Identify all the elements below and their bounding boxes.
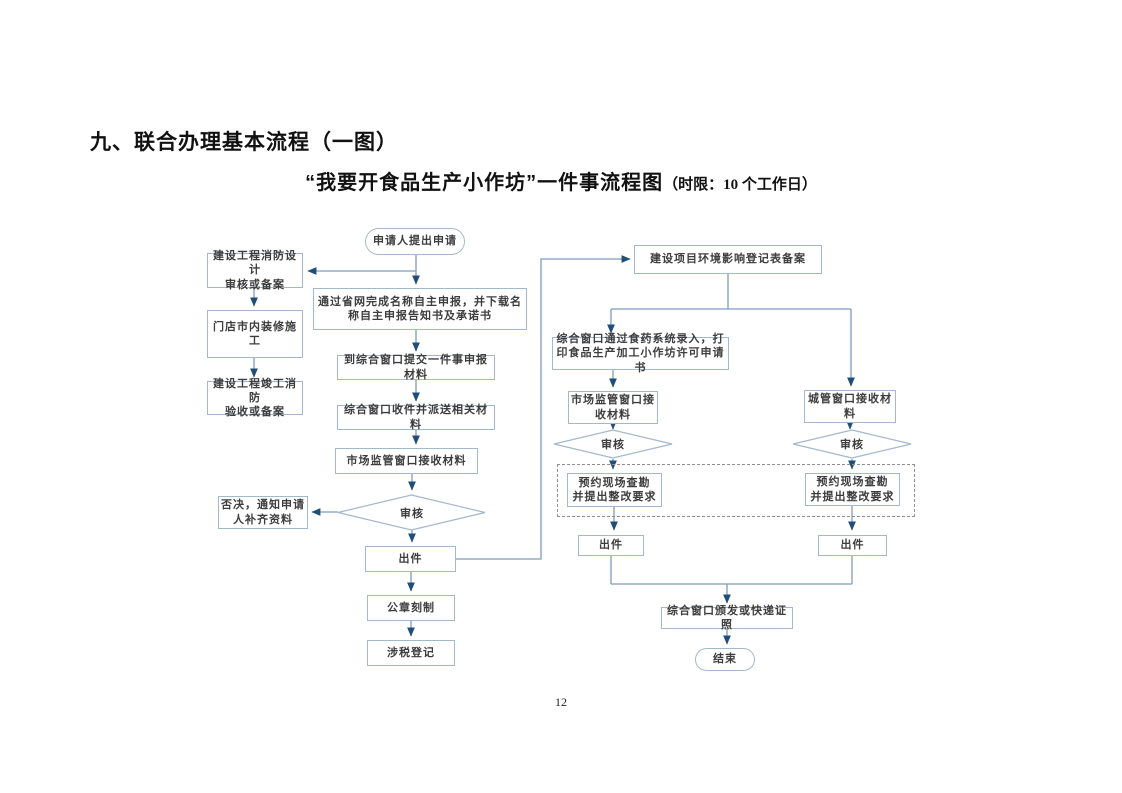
- node-site-survey-1: 预约现场查勘 并提出整改要求: [567, 473, 662, 507]
- flowchart-title: “我要开食品生产小作坊”一件事流程图（时限：10 个工作日）: [0, 166, 1122, 195]
- node-shop-decoration: 门店市内装修施工: [207, 310, 303, 358]
- node-market-window-receive-1: 市场监管窗口接收材料: [335, 448, 478, 474]
- section-heading: 九、联合办理基本流程（一图）: [90, 131, 398, 154]
- node-end: 结束: [695, 648, 755, 671]
- node-tax-registration: 涉税登记: [367, 640, 455, 666]
- node-review-2-label: 审核: [601, 439, 625, 451]
- node-issue-3: 出件: [818, 535, 887, 556]
- node-license-delivery: 综合窗口颁发或快递证照: [661, 605, 793, 631]
- node-reject-notify: 否决，通知申请 人补齐资料: [218, 496, 308, 529]
- node-fire-design-review: 建设工程消防设计 审核或备案: [207, 250, 303, 291]
- node-review-1-label: 审核: [400, 508, 424, 520]
- flowchart-title-main: “我要开食品生产小作坊”一件事流程图: [305, 172, 664, 194]
- node-seal-engraving: 公章刻制: [367, 595, 455, 621]
- node-window-receive-dispatch: 综合窗口收件并派送相关材料: [337, 404, 495, 431]
- node-issue-1: 出件: [365, 546, 456, 572]
- flowchart-title-note: （时限：10 个工作日）: [663, 177, 817, 193]
- node-start: 申请人提出申请: [365, 228, 465, 255]
- node-issue-2: 出件: [578, 535, 644, 556]
- node-online-name-declaration: 通过省网完成名称自主申报，并下载名 称自主申报告知书及承诺书: [313, 288, 527, 330]
- site-survey-dashed-group: [557, 464, 915, 517]
- node-submit-one-matter-materials: 到综合窗口提交一件事申报材料: [337, 354, 495, 381]
- node-site-survey-2: 预约现场查勘 并提出整改要求: [805, 473, 900, 506]
- page-number: 12: [555, 695, 567, 709]
- node-review-3-label: 审核: [840, 439, 864, 451]
- node-urban-window-receive: 城管窗口接收材 料: [804, 390, 896, 423]
- node-market-window-receive-2: 市场监管窗口接 收材料: [568, 391, 658, 424]
- node-env-impact-registration: 建设项目环境影响登记表备案: [634, 245, 822, 274]
- node-food-drug-system-entry: 综合窗口通过食药系统录入，打 印食品生产加工小作坊许可申请书: [552, 333, 729, 374]
- node-fire-acceptance: 建设工程竣工消防 验收或备案: [207, 378, 303, 418]
